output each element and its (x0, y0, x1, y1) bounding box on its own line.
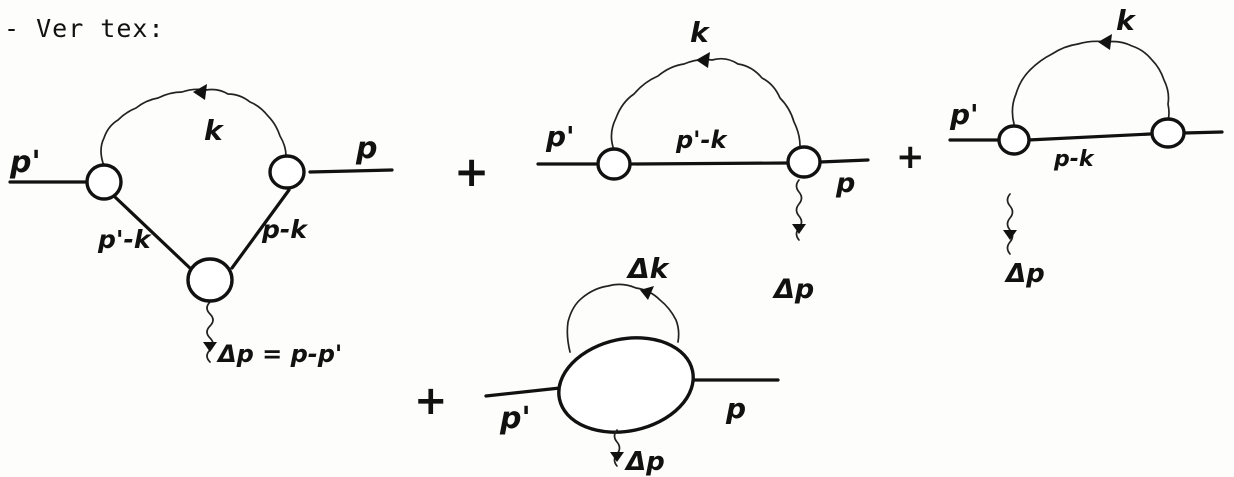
label-momentum-transfer: Δp (1004, 259, 1045, 289)
plus-sign-1: + (454, 147, 489, 196)
label-momentum-transfer: Δp (624, 447, 665, 477)
vertex-left (85, 163, 123, 201)
label-p-out: p (835, 168, 855, 199)
virtual-photon-line (610, 57, 801, 151)
vertex-blob (557, 336, 695, 434)
outgoing-electron-line (1182, 130, 1224, 135)
label-photon-dk: Δk (626, 252, 671, 285)
transfer-arrow-icon (792, 224, 806, 234)
internal-propagator (1026, 132, 1152, 142)
label-p-out: p (725, 392, 746, 425)
diagram-triangle-vertex: p' p k p'-k p-k Δp = p-p' (8, 84, 394, 368)
label-photon-k: k (1116, 4, 1137, 37)
left-internal-propagator (113, 195, 194, 272)
transfer-arrow-icon (203, 342, 217, 352)
vertex-heading: - Ver tex: (4, 14, 165, 43)
photon-arrow-icon (193, 84, 207, 100)
virtual-photon-line (1011, 40, 1170, 125)
vertex-left (997, 124, 1031, 156)
outgoing-electron-line (308, 168, 394, 174)
label-internal-prop: p'-k (675, 126, 728, 154)
transfer-arrow-icon (1003, 230, 1017, 240)
label-p-in: p' (545, 120, 575, 153)
label-p-in: p' (499, 401, 531, 436)
external-photon-line (1006, 193, 1014, 255)
vertex-bottom (186, 257, 234, 303)
external-photon-line (613, 429, 621, 467)
vertex-right (786, 145, 822, 179)
photon-arrow-icon (1098, 34, 1112, 50)
diagram-blob-vertex: p' p Δk Δp (484, 252, 780, 477)
plus-sign-3: + (414, 378, 448, 424)
label-internal-prop: p-k (1053, 147, 1095, 172)
virtual-photon-line (100, 88, 287, 167)
label-momentum-transfer: Δp (772, 274, 814, 305)
virtual-photon-line (566, 283, 680, 353)
label-left-prop: p'-k (97, 225, 152, 254)
label-photon-k: k (204, 114, 225, 147)
plus-sign-2: + (896, 137, 925, 177)
external-photon-line (206, 301, 214, 363)
diagram-incoming-correction: p' p-k k Δp (948, 4, 1224, 289)
photon-arrow-icon (640, 286, 654, 300)
transfer-arrow-icon (610, 452, 624, 462)
label-p-in: p' (9, 145, 41, 180)
label-momentum-transfer: Δp = p-p' (216, 340, 342, 368)
label-p-in: p' (949, 98, 979, 131)
vertex-right (268, 154, 306, 190)
incoming-electron-line (484, 386, 562, 398)
vertex-right (1150, 117, 1186, 149)
diagram-outgoing-correction: p' p k p'-k Δp (536, 16, 870, 305)
label-p-out: p (355, 131, 377, 166)
vertex-left (596, 147, 632, 181)
label-right-prop: p-k (261, 215, 308, 244)
right-internal-propagator (230, 188, 291, 270)
outgoing-electron-line (818, 158, 870, 164)
internal-propagator (628, 161, 790, 166)
label-photon-k: k (690, 16, 711, 49)
photon-arrow-icon (696, 52, 710, 68)
